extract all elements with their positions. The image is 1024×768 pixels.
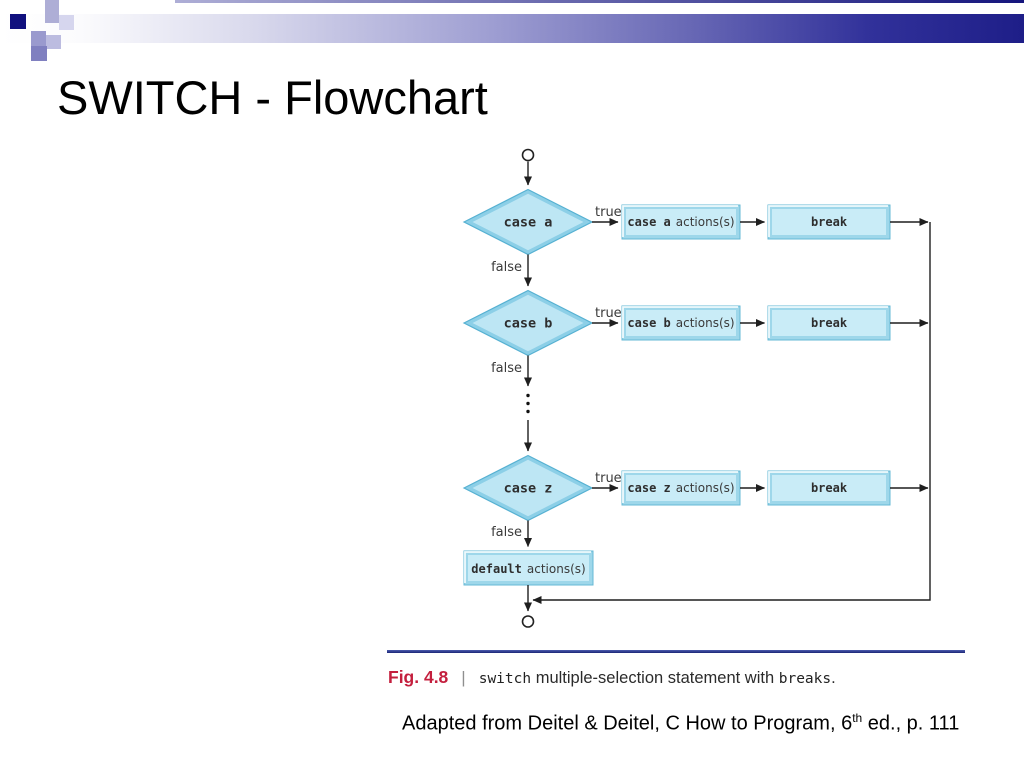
true-label: true xyxy=(595,471,622,486)
decision-label: case b xyxy=(504,316,553,332)
decision-case-a: case a xyxy=(462,188,594,256)
deco-square xyxy=(45,0,59,23)
caption-separator: | xyxy=(461,668,466,687)
figure-caption: Fig. 4.8 | switch multiple-selection sta… xyxy=(388,667,836,688)
true-label: true xyxy=(595,306,622,321)
end-terminal-icon xyxy=(521,615,535,628)
start-terminal-icon xyxy=(521,148,535,162)
slide-title: SWITCH - Flowchart xyxy=(57,71,488,124)
deco-square xyxy=(46,35,61,49)
break-box-label: break xyxy=(811,481,848,495)
caption-divider xyxy=(387,650,965,653)
false-label: false xyxy=(491,361,522,376)
break-rail xyxy=(532,222,931,604)
false-label: false xyxy=(491,525,522,540)
deco-square xyxy=(31,46,47,61)
true-label: true xyxy=(595,205,622,220)
deco-square xyxy=(31,31,46,46)
deco-square xyxy=(59,15,74,30)
break-box-label: break xyxy=(811,316,848,330)
break-box-3: break xyxy=(767,470,891,506)
caption-text: switch multiple-selection statement with… xyxy=(478,669,836,687)
false-label: false xyxy=(491,260,522,275)
deco-top-line xyxy=(175,0,1024,3)
break-box-label: break xyxy=(811,215,848,229)
break-box-2: break xyxy=(767,305,891,341)
deco-gradient-bar xyxy=(0,14,1024,43)
deco-square xyxy=(10,14,26,29)
decision-case-z: case z xyxy=(462,454,594,522)
attribution-text: Adapted from Deitel & Deitel, C How to P… xyxy=(402,711,960,735)
figure-label: Fig. 4.8 xyxy=(388,667,449,687)
decision-label: case z xyxy=(504,481,553,497)
decision-label: case a xyxy=(504,215,553,231)
ellipsis-dots-icon xyxy=(526,393,530,414)
break-box-1: break xyxy=(767,204,891,240)
decision-case-b: case b xyxy=(462,289,594,357)
